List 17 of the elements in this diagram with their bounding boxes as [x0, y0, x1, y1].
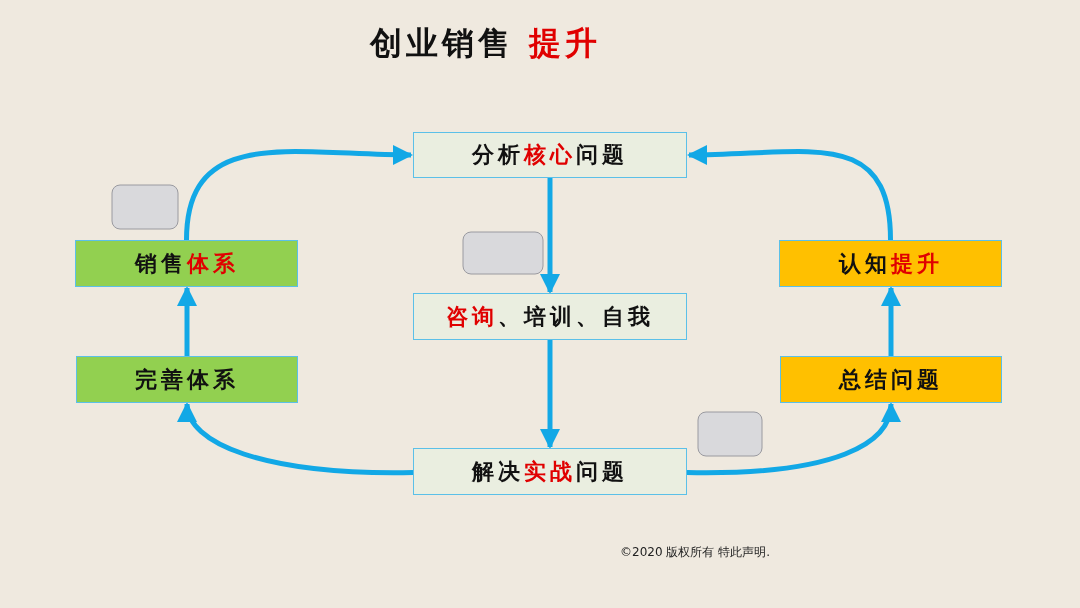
- title: 创业销售 提升: [370, 23, 603, 64]
- process-box: 销售体系: [75, 240, 298, 287]
- arrow: [540, 340, 560, 449]
- arrow: [177, 286, 197, 356]
- process-box: 完善体系: [76, 356, 298, 403]
- process-box: 认知提升: [779, 240, 1002, 287]
- process-box: 解决实战问题: [413, 448, 687, 495]
- arrow: [540, 178, 560, 294]
- arrow: [881, 286, 901, 356]
- arrow: [687, 144, 893, 241]
- process-box: 总结问题: [780, 356, 1002, 403]
- arrow: [184, 144, 413, 241]
- arrow: [180, 402, 413, 476]
- process-box: 分析核心问题: [413, 132, 687, 178]
- copyright-note: ©2020 版权所有 特此声明.: [620, 544, 770, 561]
- arrow: [687, 402, 899, 476]
- process-box: 咨询、培训、自我: [413, 293, 687, 340]
